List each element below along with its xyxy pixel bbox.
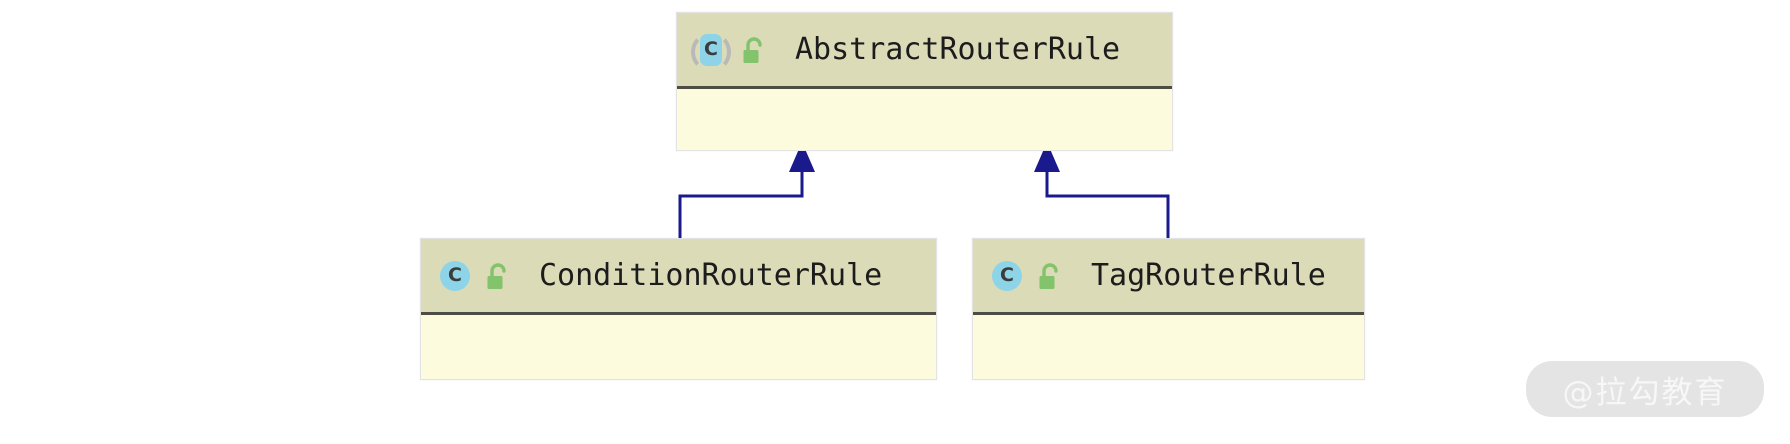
uml-class-name: TagRouterRule xyxy=(1091,258,1326,293)
uml-class-condition-router-rule[interactable]: C ConditionRouterRule xyxy=(420,238,937,380)
uml-class-name: ConditionRouterRule xyxy=(539,258,883,293)
uml-class-members xyxy=(677,89,1172,149)
uml-class-tag-router-rule[interactable]: C TagRouterRule xyxy=(972,238,1365,380)
uml-class-members xyxy=(421,315,936,378)
unlock-icon xyxy=(737,33,771,67)
abstract-class-icon: C xyxy=(691,30,731,71)
watermark: @拉勾教育 xyxy=(1526,361,1764,417)
watermark-text: @拉勾教育 xyxy=(1562,374,1728,411)
class-icon: C xyxy=(987,256,1027,296)
uml-class-name: AbstractRouterRule xyxy=(795,32,1121,67)
unlock-icon xyxy=(481,259,515,293)
edge-tag-router-rule-extends-abstract-router-rule xyxy=(1034,142,1170,238)
class-icon: C xyxy=(435,256,475,296)
uml-class-header: C TagRouterRule xyxy=(973,239,1364,315)
unlock-icon xyxy=(1033,259,1067,293)
edge-condition-router-rule-extends-abstract-router-rule xyxy=(678,142,815,238)
uml-class-members xyxy=(973,315,1364,378)
uml-class-header: C AbstractRouterRule xyxy=(677,13,1172,89)
uml-class-abstract-router-rule[interactable]: C AbstractRouterRule xyxy=(676,12,1173,151)
uml-class-header: C ConditionRouterRule xyxy=(421,239,936,315)
